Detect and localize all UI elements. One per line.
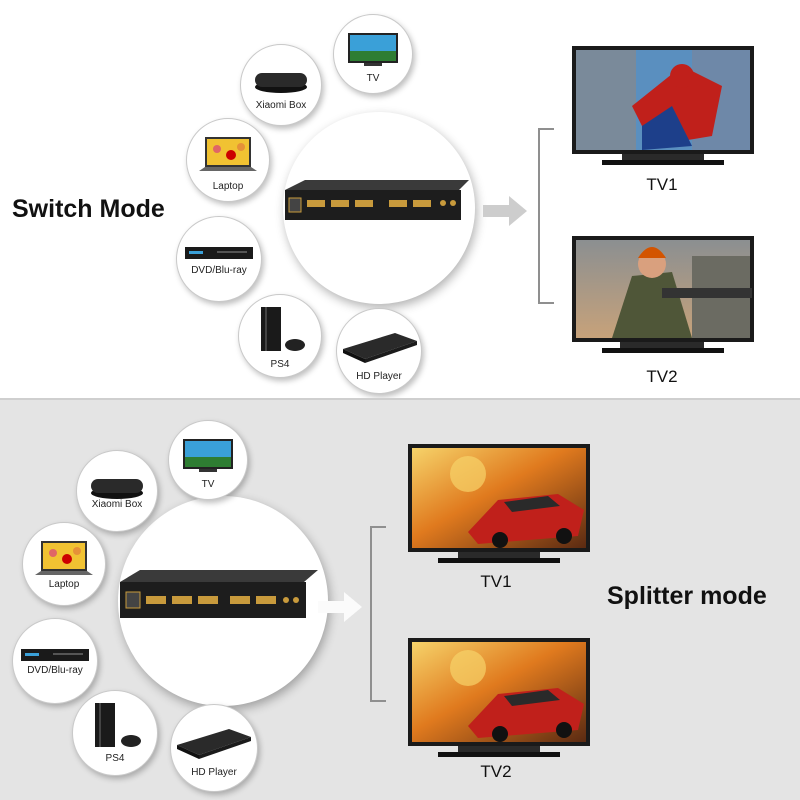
source-label: HD Player — [356, 371, 402, 382]
source-label: TV — [366, 73, 380, 84]
tv-box-icon — [255, 73, 307, 93]
hd-player-icon — [343, 333, 417, 363]
hdmi-matrix-device-icon — [285, 180, 469, 220]
source-label: DVD/Blu-ray — [191, 265, 247, 276]
hdmi-matrix-device-icon — [120, 570, 318, 618]
device-bubble — [283, 112, 475, 304]
source-dvd: DVD/Blu-ray — [176, 216, 262, 302]
source-tv: TV — [168, 420, 248, 500]
source-laptop: Laptop — [186, 118, 270, 202]
output-bracket — [538, 128, 554, 304]
tv-icon — [348, 33, 398, 66]
arrow-right-icon — [318, 592, 362, 622]
tv2-label: TV2 — [480, 762, 512, 781]
output-bracket — [370, 526, 386, 702]
laptop-icon — [199, 137, 257, 171]
source-laptop: Laptop — [22, 522, 106, 606]
source-hd-player: HD Player — [336, 308, 422, 394]
source-xiaomi-box: Xiaomi Box — [76, 450, 158, 532]
source-tv: TV — [333, 14, 413, 94]
source-hd-player: HD Player — [170, 704, 258, 792]
source-label: HD Player — [191, 767, 237, 778]
source-label: TV — [201, 479, 215, 490]
tv2-label: TV2 — [646, 367, 678, 386]
arrow-right-icon — [483, 196, 527, 226]
tv1-monitor-icon — [408, 444, 590, 563]
tv1-label: TV1 — [480, 572, 512, 591]
dvd-player-icon — [21, 649, 89, 661]
switch-mode-title: Switch Mode — [12, 195, 165, 223]
source-ps4: PS4 — [72, 690, 158, 776]
source-xiaomi-box: Xiaomi Box — [240, 44, 322, 126]
ps4-console-icon — [261, 307, 305, 351]
hd-player-icon — [177, 729, 251, 759]
source-dvd: DVD/Blu-ray — [12, 618, 98, 704]
source-label: DVD/Blu-ray — [27, 665, 83, 676]
device-bubble — [118, 496, 328, 706]
source-label: Xiaomi Box — [255, 100, 307, 111]
splitter-mode-section: Splitter mode TV Xiaomi Box — [0, 400, 800, 800]
source-label: PS4 — [270, 359, 290, 370]
splitter-mode-title: Splitter mode — [607, 582, 767, 610]
tv-icon — [183, 439, 233, 472]
source-label: Laptop — [212, 181, 244, 192]
switch-mode-section: Switch Mode TV Xiaomi Box — [12, 14, 754, 394]
laptop-icon — [35, 541, 93, 575]
source-label: PS4 — [105, 753, 125, 764]
tv1-monitor-icon — [572, 46, 754, 165]
section-divider — [0, 398, 800, 400]
tv1-label: TV1 — [646, 175, 678, 194]
source-label: Laptop — [48, 579, 80, 590]
tv-box-icon — [91, 479, 143, 499]
source-ps4: PS4 — [238, 294, 322, 378]
source-label: Xiaomi Box — [91, 499, 143, 510]
tv2-monitor-icon — [408, 638, 590, 757]
ps4-console-icon — [95, 703, 141, 747]
dvd-player-icon — [185, 247, 253, 259]
tv2-monitor-icon — [572, 236, 754, 353]
